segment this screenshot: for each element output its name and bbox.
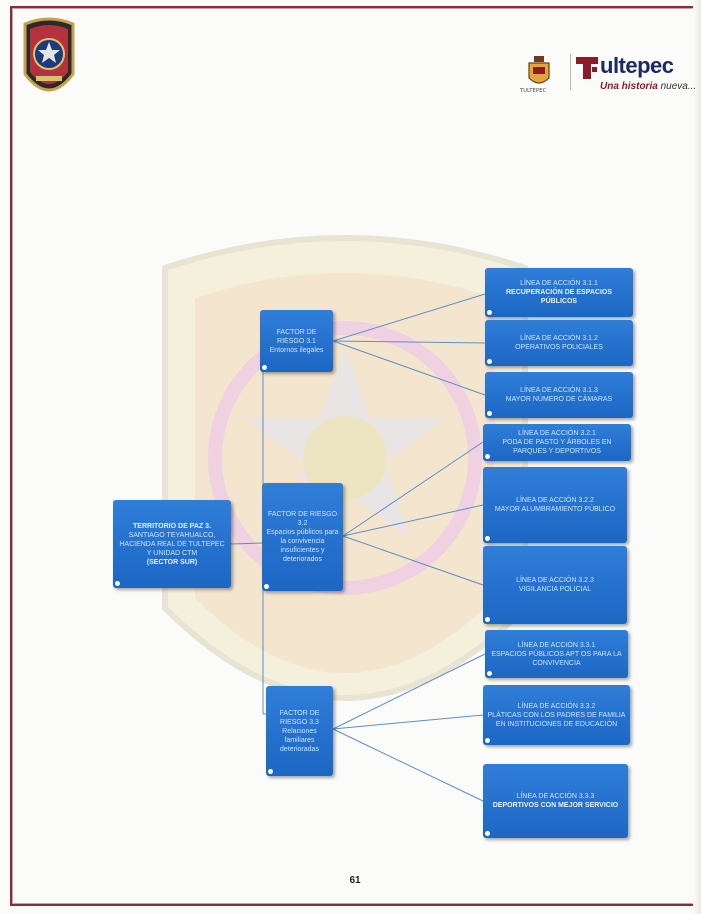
- action-description: RECUPERACIÓN DE ESPACIOS PÚBLICOS: [505, 289, 613, 305]
- municipal-shield-icon: [528, 56, 550, 84]
- factor-node: FACTOR DE RIESGO 3.2 Espacios públicos p…: [262, 483, 343, 591]
- action-description: ESPACIOS PÚBLICOS APT OS PARA LA CONVIVE…: [491, 650, 622, 667]
- action-node: LÍNEA DE ACCIÓN 3.1.1 RECUPERACIÓN DE ES…: [485, 268, 633, 317]
- page-number: 61: [349, 875, 361, 886]
- tultepec-logo: TULTEPEC ultepec Una historia nueva...: [520, 48, 696, 98]
- scan-edge: [693, 0, 701, 914]
- action-node: LÍNEA DE ACCIÓN 3.2.1 PODA DE PASTO Y ÁR…: [483, 424, 631, 461]
- root-description: SANTIAGO TEYAHUALCO, HACIENDA REAL DE TU…: [119, 531, 225, 557]
- shield-caption: TULTEPEC: [520, 88, 547, 94]
- action-title: LÍNEA DE ACCIÓN 3.1.3: [520, 387, 598, 394]
- root-node: TERRITORIO DE PAZ 3. SANTIAGO TEYAHUALCO…: [113, 500, 231, 588]
- action-node: LÍNEA DE ACCIÓN 3.1.3 MAYOR NÚMERO DE CÁ…: [485, 372, 633, 418]
- action-title: LÍNEA DE ACCIÓN 3.2.2: [516, 497, 594, 504]
- factor-description: Espacios públicos para la convivencia in…: [266, 529, 339, 563]
- action-node: LÍNEA DE ACCIÓN 3.3.1 ESPACIOS PÚBLICOS …: [485, 630, 628, 678]
- police-badge-logo: [23, 17, 75, 92]
- root-title: TERRITORIO DE PAZ 3.: [133, 522, 211, 530]
- action-node: LÍNEA DE ACCIÓN 3.2.2 MAYOR ALUMBRAMIENT…: [483, 467, 627, 543]
- action-node: LÍNEA DE ACCIÓN 3.3.3 DEPORTIVOS CON MEJ…: [483, 764, 628, 838]
- factor-description: Relaciones familiares deterioradas: [280, 727, 319, 753]
- action-title: LÍNEA DE ACCIÓN 3.3.3: [516, 793, 595, 800]
- factor-description: Entornos ilegales: [269, 346, 324, 354]
- action-title: LÍNEA DE ACCIÓN 3.2.3: [516, 577, 594, 584]
- factor-title: FACTOR DE RIESGO 3.2: [267, 511, 338, 527]
- logo-tagline: Una historia nueva...: [600, 81, 697, 92]
- action-node: LÍNEA DE ACCIÓN 3.1.2 OPERATIVOS POLICIA…: [485, 320, 633, 366]
- action-description: PODA DE PASTO Y ÁRBOLES EN PARQUES Y DEP…: [502, 439, 612, 455]
- logo-divider: [570, 54, 571, 90]
- action-title: LÍNEA DE ACCIÓN 3.1.1: [520, 280, 598, 287]
- action-description: PLÁTICAS CON LOS PADRES DE FAMILIA EN IN…: [487, 711, 626, 728]
- action-description: MAYOR ALUMBRAMIENTO PÚBLICO: [494, 506, 616, 513]
- action-title: LÍNEA DE ACCIÓN 3.2.1: [518, 430, 596, 437]
- logo-wordmark: ultepec: [600, 53, 674, 78]
- factor-node: FACTOR DE RIESGO 3.3 Relaciones familiar…: [266, 686, 333, 776]
- action-title: LÍNEA DE ACCIÓN 3.1.2: [520, 335, 598, 342]
- action-description: VIGILANCIA POLICIAL: [518, 586, 592, 593]
- action-node: LÍNEA DE ACCIÓN 3.2.3 VIGILANCIA POLICIA…: [483, 546, 627, 624]
- action-description: MAYOR NÚMERO DE CÁMARAS: [505, 396, 613, 403]
- action-node: LÍNEA DE ACCIÓN 3.3.2 PLÁTICAS CON LOS P…: [483, 685, 630, 745]
- action-title: LÍNEA DE ACCIÓN 3.3.2: [517, 702, 596, 710]
- factor-node: FACTOR DE RIESGO 3.1 Entornos ilegales: [260, 310, 333, 372]
- action-description: OPERATIVOS POLICIALES: [515, 344, 603, 351]
- root-sector: (SECTOR SUR): [146, 558, 198, 566]
- tultepec-mark-icon: [576, 57, 598, 79]
- action-description: DEPORTIVOS CON MEJOR SERVICIO: [492, 802, 619, 809]
- action-title: LÍNEA DE ACCIÓN 3.3.1: [517, 641, 596, 649]
- factor-title: FACTOR DE RIESGO 3.1: [276, 328, 317, 345]
- factor-title: FACTOR DE RIESGO 3.3: [279, 709, 320, 726]
